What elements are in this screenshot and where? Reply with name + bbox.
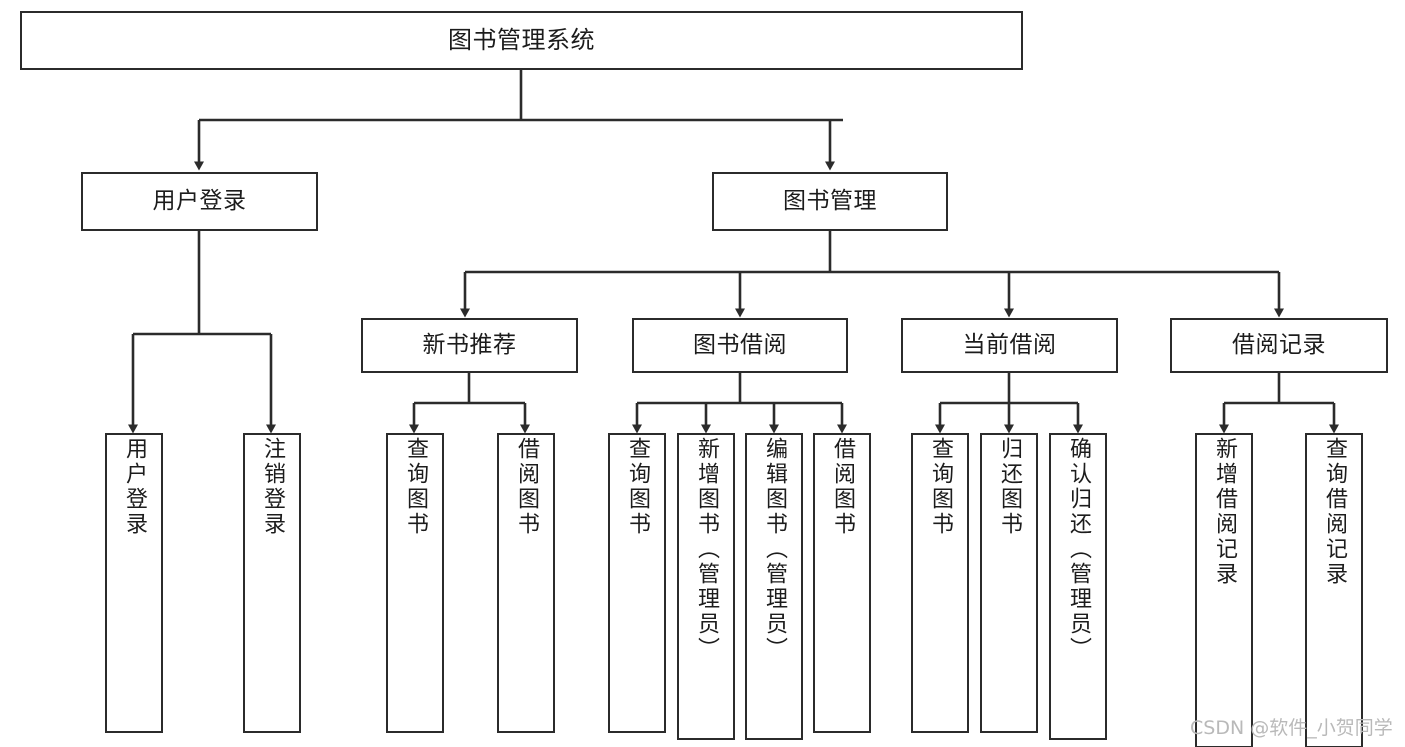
csdn-watermark: CSDN @软件_小贺同学 <box>1190 717 1393 739</box>
node-leaf-borrow-book-1[interactable]: 借阅图书 <box>497 433 555 733</box>
node-leaf-query-book-2-label: 查询图书 <box>625 437 650 537</box>
node-new-book-recommend[interactable]: 新书推荐 <box>361 318 578 373</box>
node-leaf-return-book[interactable]: 归还图书 <box>980 433 1038 733</box>
node-leaf-user-logout-label: 注销登录 <box>260 437 285 537</box>
node-leaf-query-book-1[interactable]: 查询图书 <box>386 433 444 733</box>
node-leaf-edit-book[interactable]: 编辑图书（管理员） <box>745 433 803 740</box>
node-leaf-add-record-label: 新增借阅记录 <box>1212 437 1237 587</box>
node-leaf-borrow-book-2[interactable]: 借阅图书 <box>813 433 871 733</box>
node-book-borrow-label: 图书借阅 <box>693 331 787 358</box>
node-book-manage-label: 图书管理 <box>783 187 877 214</box>
node-leaf-query-book-2[interactable]: 查询图书 <box>608 433 666 733</box>
node-leaf-add-record[interactable]: 新增借阅记录 <box>1195 433 1253 747</box>
node-leaf-return-book-label: 归还图书 <box>997 437 1022 537</box>
node-borrow-record-label: 借阅记录 <box>1232 331 1326 358</box>
node-leaf-query-record[interactable]: 查询借阅记录 <box>1305 433 1363 747</box>
node-leaf-user-logout[interactable]: 注销登录 <box>243 433 301 733</box>
node-current-borrow[interactable]: 当前借阅 <box>901 318 1118 373</box>
node-leaf-confirm-return-label: 确认归还（管理员） <box>1066 437 1091 662</box>
node-leaf-user-login[interactable]: 用户登录 <box>105 433 163 733</box>
node-leaf-user-login-label: 用户登录 <box>122 437 147 537</box>
node-leaf-borrow-book-2-label: 借阅图书 <box>830 437 855 537</box>
node-leaf-borrow-book-1-label: 借阅图书 <box>514 437 539 537</box>
node-user-login[interactable]: 用户登录 <box>81 172 318 231</box>
node-book-borrow[interactable]: 图书借阅 <box>632 318 848 373</box>
node-leaf-query-book-3-label: 查询图书 <box>928 437 953 537</box>
node-leaf-query-book-1-label: 查询图书 <box>403 437 428 537</box>
node-root-system[interactable]: 图书管理系统 <box>20 11 1023 70</box>
node-leaf-add-book-label: 新增图书（管理员） <box>694 437 719 662</box>
node-leaf-confirm-return[interactable]: 确认归还（管理员） <box>1049 433 1107 740</box>
node-root-system-label: 图书管理系统 <box>448 26 595 55</box>
node-current-borrow-label: 当前借阅 <box>962 331 1057 358</box>
node-new-book-recommend-label: 新书推荐 <box>422 331 517 358</box>
node-user-login-label: 用户登录 <box>152 187 247 214</box>
node-leaf-add-book[interactable]: 新增图书（管理员） <box>677 433 735 740</box>
node-leaf-query-book-3[interactable]: 查询图书 <box>911 433 969 733</box>
node-leaf-edit-book-label: 编辑图书（管理员） <box>762 437 787 662</box>
node-book-manage[interactable]: 图书管理 <box>712 172 948 231</box>
node-leaf-query-record-label: 查询借阅记录 <box>1322 437 1347 587</box>
node-borrow-record[interactable]: 借阅记录 <box>1170 318 1388 373</box>
